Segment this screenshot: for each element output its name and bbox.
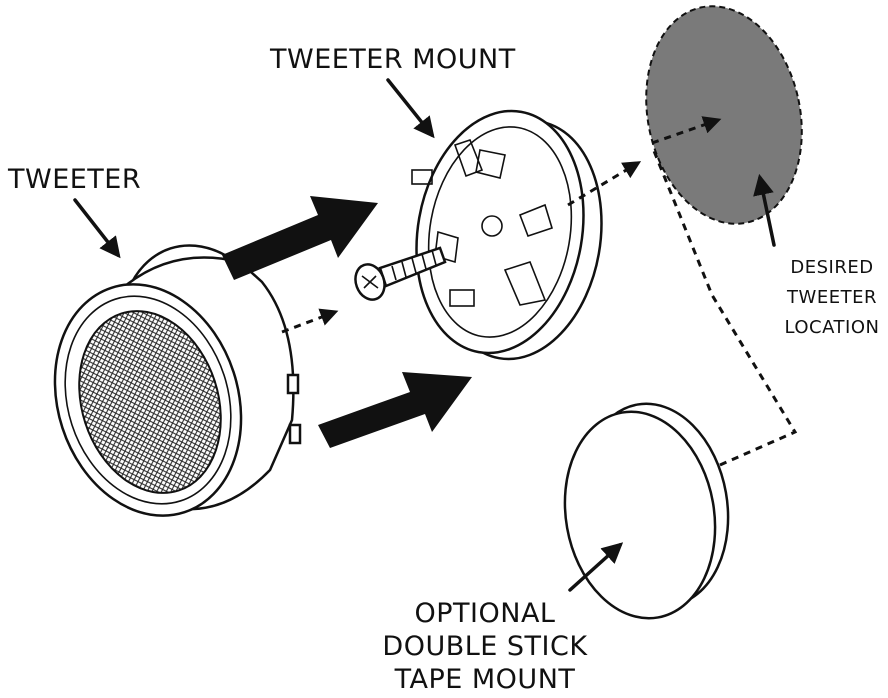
label-tweeter-mount: TWEETER MOUNT [269,44,516,75]
svg-text:LOCATION: LOCATION [785,317,880,338]
guide-line-tape-to-location [650,145,798,467]
assembly-arrow-upper [222,196,378,280]
desired-location-area [645,5,803,225]
pointer-tweeter [73,198,121,259]
tweeter-grille [78,310,222,494]
svg-text:DESIRED: DESIRED [790,257,873,278]
assembly-arrow-lower [318,372,472,448]
guide-line-mount-to-location [567,161,642,207]
guide-line-tweeter-to-mount [281,308,339,334]
tape-mount-part [563,402,730,620]
mounting-screw [354,246,447,301]
tweeter-body [53,244,302,517]
pointer-tape-mount [568,542,624,592]
pointer-desired-location [753,173,776,247]
svg-text:DOUBLE STICK: DOUBLE STICK [382,631,588,662]
label-tape-mount: OPTIONAL DOUBLE STICK TAPE MOUNT [382,598,588,695]
label-desired-location: DESIRED TWEETER LOCATION [785,257,880,338]
svg-text:TAPE MOUNT: TAPE MOUNT [394,664,576,695]
svg-text:TWEETER: TWEETER [786,287,877,308]
pointer-tweeter-mount [386,78,435,139]
tweeter-mount-part [411,109,603,361]
guide-line-location-inner [651,116,722,145]
label-tweeter: TWEETER [7,164,141,195]
svg-text:OPTIONAL: OPTIONAL [415,598,556,629]
